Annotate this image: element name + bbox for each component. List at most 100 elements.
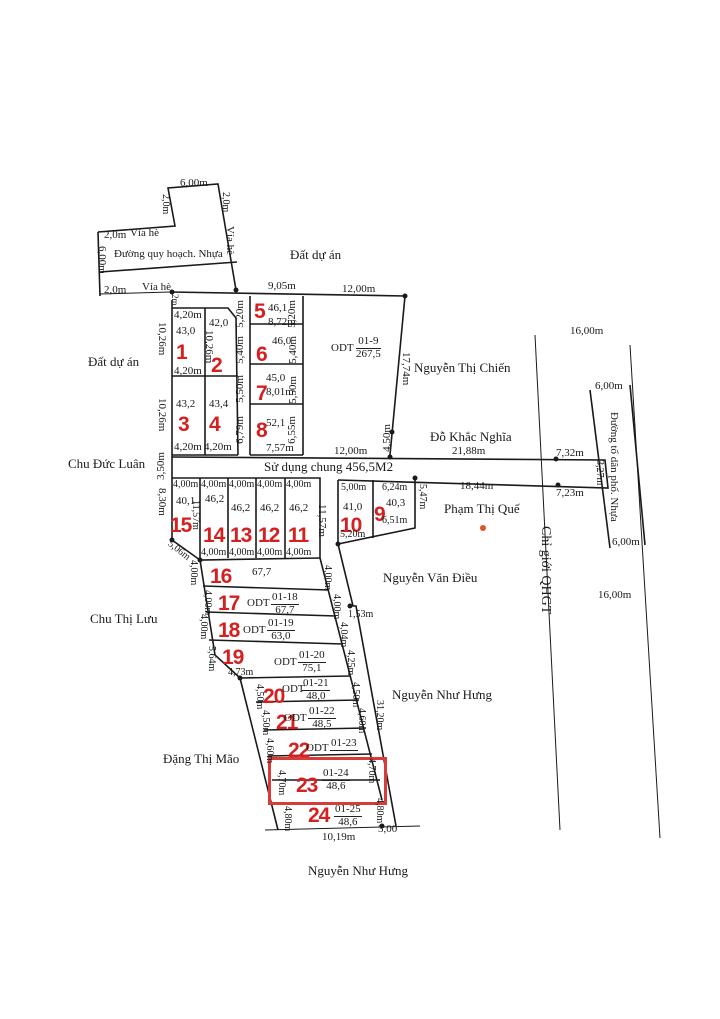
lot-11-area: 46,2	[289, 502, 309, 514]
lot-13-number[interactable]: 13	[230, 524, 252, 547]
dim-top-905: 9,05m	[268, 280, 296, 292]
lot-7-area: 45,0	[266, 372, 286, 384]
lot-19-number[interactable]: 19	[222, 646, 244, 669]
lot-17-area: 67,7	[275, 603, 295, 616]
lot-18-code[interactable]: 01-19 63,0	[267, 617, 295, 642]
lot-9-number[interactable]: 9	[374, 503, 386, 526]
dim-l4-bot: 4,20m	[204, 441, 232, 453]
lot-20-code[interactable]: 01-21 48,0	[302, 677, 330, 702]
lot-19-area: 75,1	[302, 661, 322, 674]
lot-17-code-value: 01-18	[271, 591, 299, 605]
dim-road-right-top-inner: 6,00m	[595, 380, 623, 392]
lot-1-number[interactable]: 1	[176, 341, 188, 364]
lot-23-number[interactable]: 23	[296, 774, 318, 797]
dim-common-right-1: 5,47m	[417, 484, 428, 510]
dim-l21-left: 4,50m	[260, 710, 271, 736]
lot-15-number[interactable]: 15	[170, 514, 192, 537]
lot-3-area: 43,2	[176, 398, 196, 410]
dim-l10-bot: 5,20m	[340, 529, 366, 540]
dim-l14-bot: 4,00m	[201, 547, 227, 558]
dim-l13-bot: 4,00m	[229, 547, 255, 558]
dim-l15-left: 8,30m	[156, 488, 168, 516]
lot-14-area: 46,2	[205, 493, 225, 505]
dim-right-153: 1,53m	[348, 609, 374, 620]
highlight-lot-23[interactable]	[268, 757, 387, 805]
dim-l6-hr: 5,40m	[287, 336, 299, 364]
lot-24-area: 48,6	[338, 815, 358, 828]
dim-r18: 4,04m	[338, 622, 349, 648]
dim-l16-left: 4,00m	[188, 560, 199, 586]
dim-road-right-top-outer: 16,00m	[570, 325, 604, 337]
lot-5-number[interactable]: 5	[254, 300, 266, 323]
dim-l11-bot: 4,00m	[286, 547, 312, 558]
lot-6-number[interactable]: 6	[256, 343, 268, 366]
dim-l24-left: 4,80m	[282, 806, 293, 832]
lot-21-number[interactable]: 21	[276, 711, 298, 734]
dim-r20: 4,50m	[350, 682, 361, 708]
lot-12-number[interactable]: 12	[258, 524, 280, 547]
dim-l19-bot: 4,73m	[228, 667, 254, 678]
dim-l2-1026: 10,26m	[203, 330, 215, 364]
lot-19-prefix: ODT	[274, 656, 297, 668]
lot-23-code-value: 01-24	[322, 767, 350, 781]
lot-19-code[interactable]: 01-20 75,1	[298, 649, 326, 674]
dim-l17-left: 4,00m	[202, 590, 213, 616]
lot-17-number[interactable]: 17	[218, 592, 240, 615]
dim-row-h-right: 11,57m	[316, 504, 328, 537]
lot-17-code[interactable]: 01-18 67,7	[271, 591, 299, 616]
neighbor-nguyen-nhu-hung-1: Nguyễn Như Hưng	[392, 687, 493, 702]
lot-1-area: 43,0	[176, 325, 196, 337]
road-top-name: Đường quy hoạch. Nhựa	[114, 248, 223, 260]
dim-right-3120: 31,20m	[374, 700, 385, 731]
lot-10-number[interactable]: 10	[340, 514, 362, 537]
lot-23-code[interactable]: 01-24 48,6	[322, 767, 350, 792]
lot-21-code[interactable]: 01-22 48,5	[308, 705, 336, 730]
neighbor-chu-thi-luu: Chu Thị Lưu	[90, 611, 158, 626]
dim-l8-hr: 6,55m	[286, 416, 298, 444]
dim-l7-hr: 5,50m	[287, 376, 299, 404]
dim-common-left: 3,50m	[155, 452, 167, 480]
dim-top-2m: 2m	[170, 294, 180, 306]
dim-l14-top: 4,00m	[201, 479, 227, 490]
lot-14-number[interactable]: 14	[203, 524, 225, 547]
lot-11-number[interactable]: 11	[288, 524, 309, 547]
dim-common-right-2: 4,50m	[381, 424, 393, 452]
lot-10-area: 41,0	[343, 501, 363, 513]
lot-2-number[interactable]: 2	[211, 354, 223, 377]
lot-12-area: 46,2	[260, 502, 280, 514]
lot-24-number[interactable]: 24	[308, 804, 330, 827]
big-lot-prefix: ODT	[331, 342, 354, 354]
dim-l8-w: 7,57m	[266, 442, 294, 454]
neighbor-nguyen-nhu-hung-2: Nguyễn Như Hưng	[308, 863, 409, 878]
dim-road-right-vert: 2,0m	[220, 192, 231, 213]
lot-18-number[interactable]: 18	[218, 619, 240, 642]
neighbor-dat-du-an-2: Đất dự án	[88, 354, 140, 369]
dim-road-top: 6,00m	[180, 177, 208, 189]
lot-7-number[interactable]: 7	[256, 382, 268, 405]
lot-3-number[interactable]: 3	[178, 413, 190, 436]
dim-l10-top: 5,00m	[341, 482, 367, 493]
lot-22-number[interactable]: 22	[288, 739, 310, 762]
dim-r16: 4,00m	[322, 565, 333, 591]
dim-l19-left: 5,64m	[206, 646, 217, 672]
lot-16-number[interactable]: 16	[210, 565, 232, 588]
neighbor-nguyen-thi-chien: Nguyễn Thị Chiến	[414, 360, 511, 375]
big-lot-code[interactable]: 01-9 267,5	[356, 335, 381, 360]
dim-l20-left: 4,50m	[254, 684, 265, 710]
lot-5-area: 46,1	[268, 302, 288, 314]
lot-22-prefix: ODT	[306, 742, 329, 754]
road-right-name: Đường tổ dân phố. Nhựa	[608, 412, 620, 522]
lot-4-area: 43,4	[209, 398, 229, 410]
neighbor-chu-duc-luan: Chu Đức Luân	[68, 456, 146, 471]
dim-l8-h: 6,79m	[234, 416, 246, 444]
lot-20-code-value: 01-21	[302, 677, 330, 691]
lot-8-number[interactable]: 8	[256, 419, 268, 442]
lot-22-code[interactable]: 01-23	[330, 737, 358, 751]
lot-4-number[interactable]: 4	[209, 413, 221, 436]
lot-20-area: 48,0	[306, 689, 326, 702]
dim-road-left-vert: 6,00m	[96, 246, 108, 274]
lot-24-code[interactable]: 01-25 48,6	[334, 803, 362, 828]
lot-23-area: 48,6	[326, 779, 346, 792]
lot-20-number[interactable]: 20	[263, 685, 285, 708]
dim-l5-w: 8,72m	[268, 316, 296, 328]
